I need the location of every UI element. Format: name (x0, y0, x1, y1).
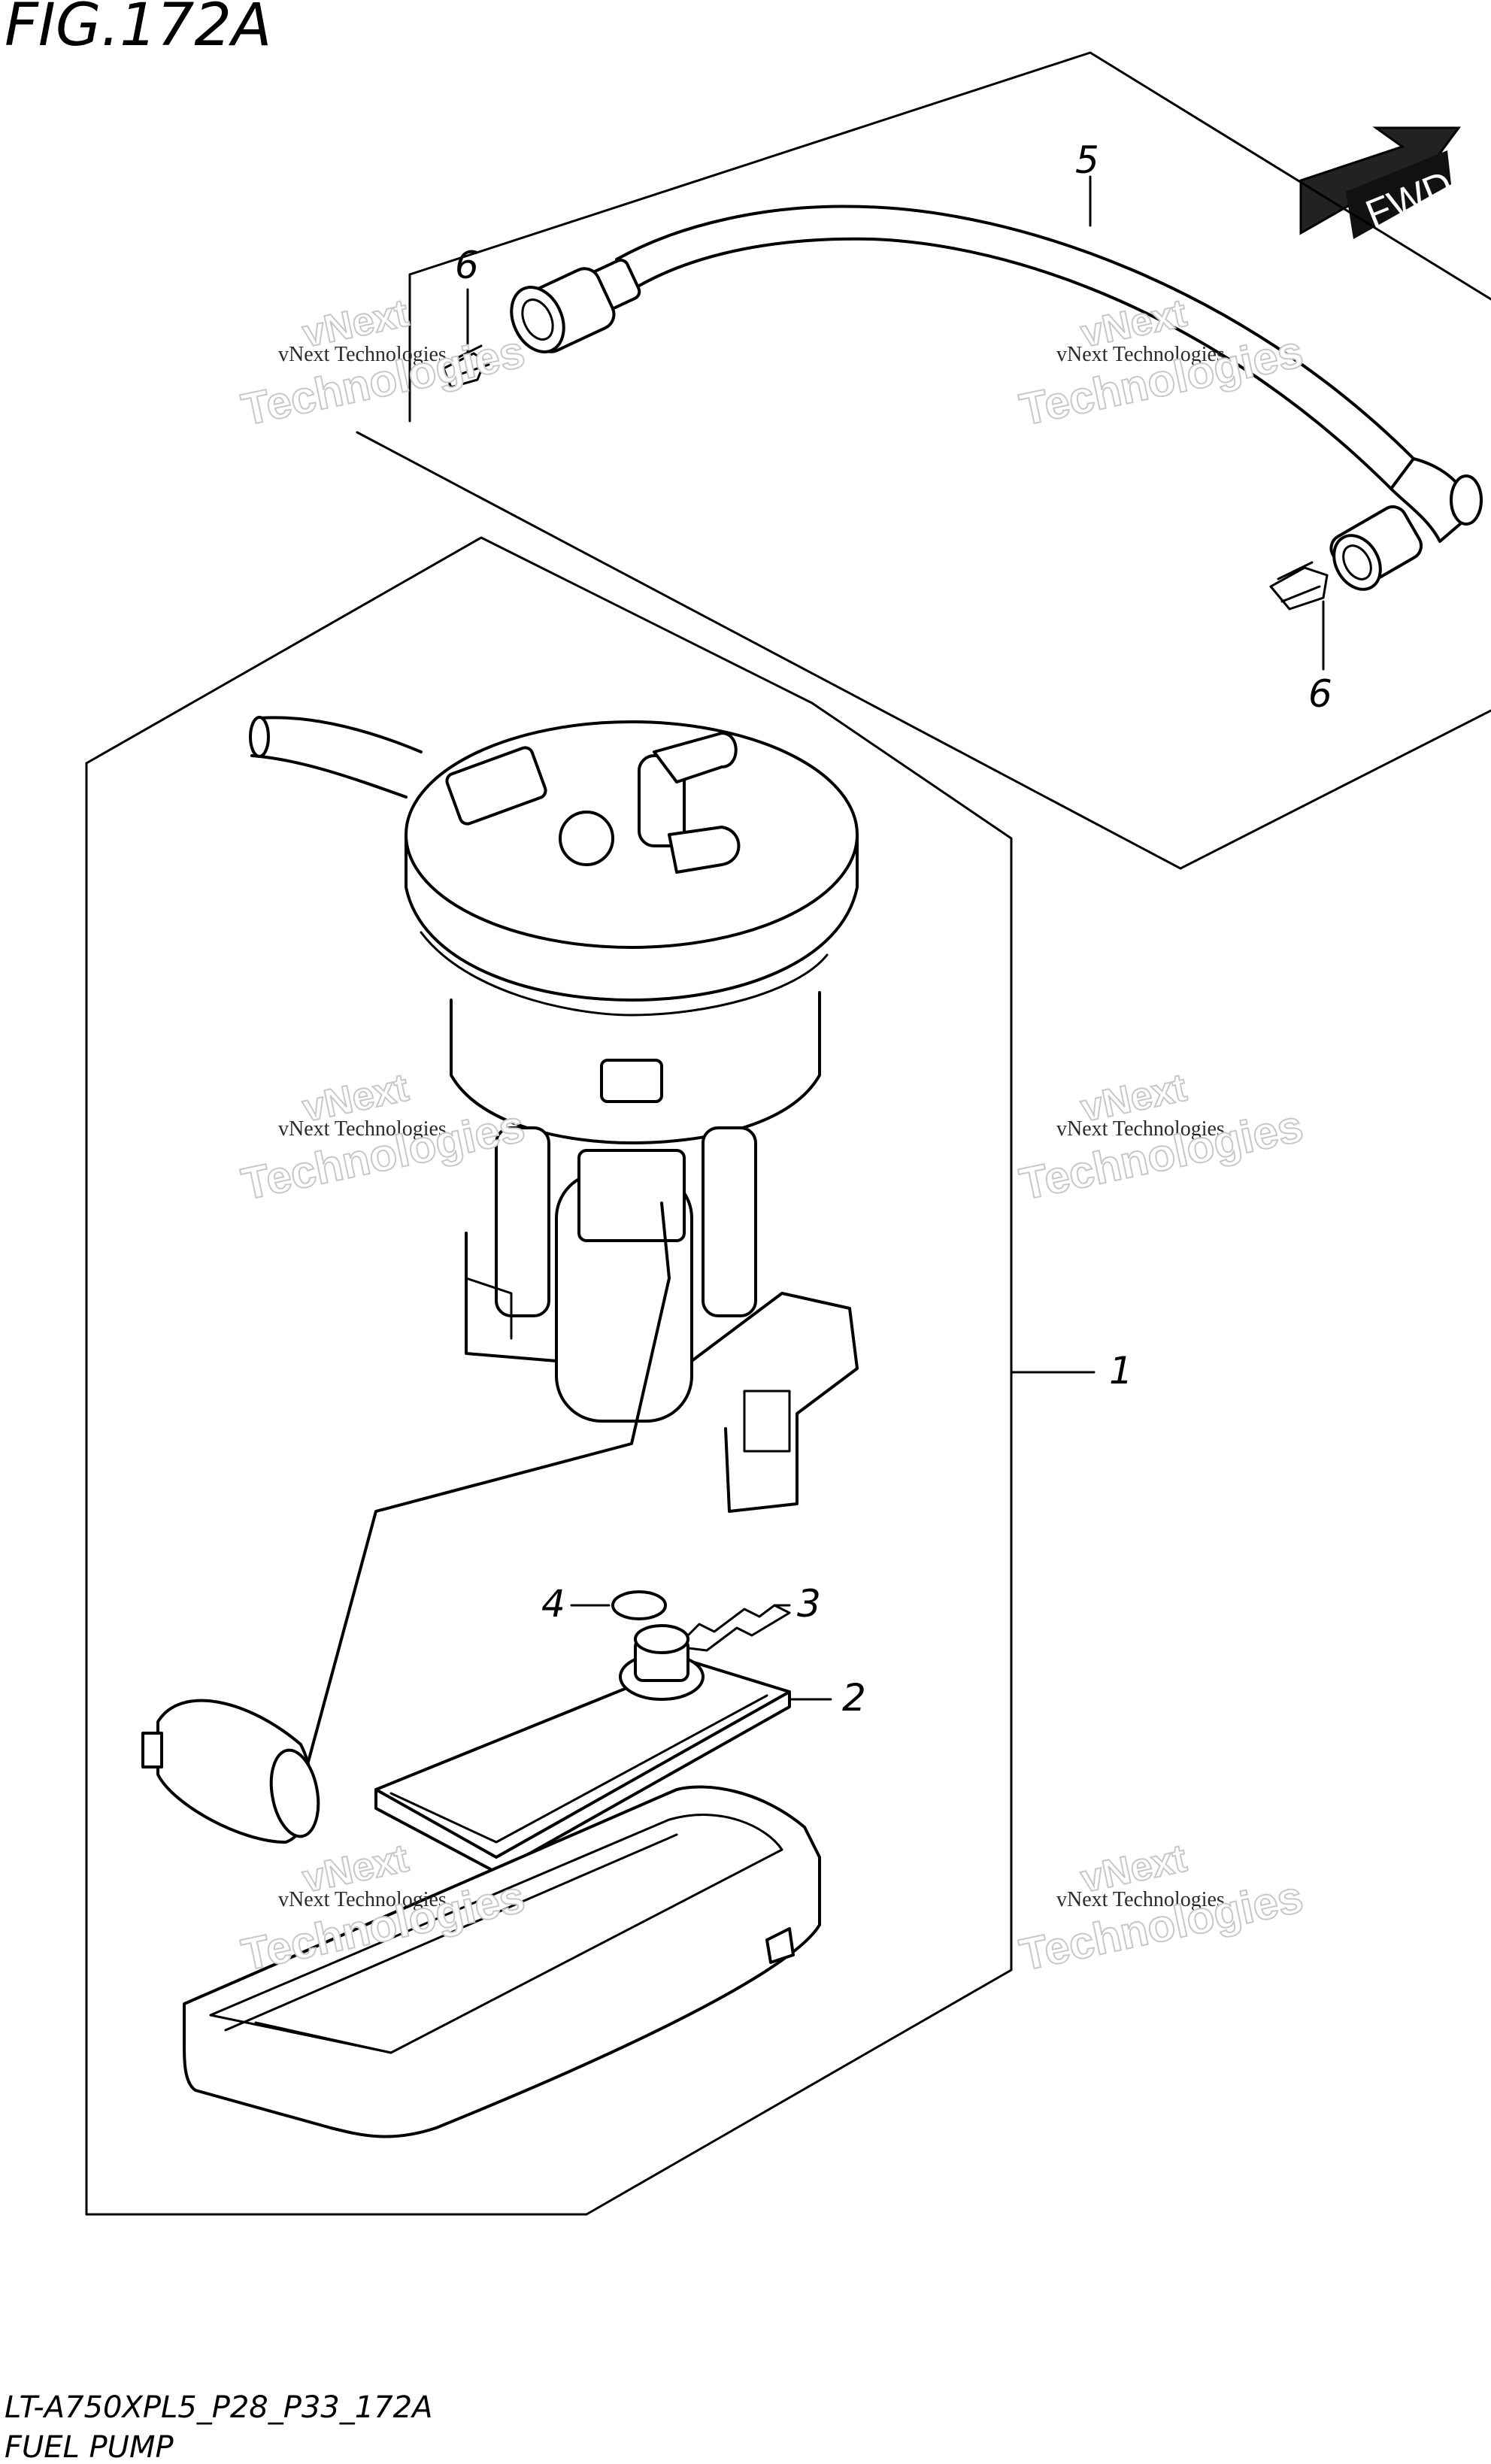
pump-assembly-frame (85, 536, 1013, 2216)
watermark-2: vNext Technologies vNext Technologies (1015, 290, 1308, 435)
hose-assembly-frame (356, 51, 1491, 870)
callout-6-right: 6 (1308, 672, 1332, 716)
callout-4: 4 (541, 1582, 565, 1626)
svg-text:vNext Technologies: vNext Technologies (1056, 1888, 1225, 1911)
fwd-badge: FWD (1299, 126, 1461, 239)
svg-text:vNext Technologies: vNext Technologies (278, 343, 447, 366)
hose-clip-right (1269, 561, 1329, 611)
callout-6-left: 6 (455, 244, 479, 287)
callout-3: 3 (797, 1582, 821, 1626)
fuel-pump-unit (141, 716, 859, 1844)
watermark-1: vNext Technologies vNext Technologies (237, 290, 530, 435)
callout-5: 5 (1075, 138, 1099, 182)
model-code: LT-A750XPL5_P28_P33_172A (5, 2390, 432, 2425)
fuel-float (141, 1699, 320, 1844)
callout-2: 2 (842, 1676, 866, 1720)
svg-text:vNext Technologies: vNext Technologies (278, 1117, 447, 1141)
fuel-hose (510, 205, 1483, 591)
svg-text:vNext Technologies: vNext Technologies (1056, 1117, 1225, 1141)
figure-title: FIG.172A (5, 0, 271, 59)
svg-text:vNext Technologies: vNext Technologies (278, 1888, 447, 1911)
filter-cover (374, 1624, 791, 1874)
svg-text:vNext Technologies: vNext Technologies (1056, 343, 1225, 366)
callout-1: 1 (1109, 1349, 1133, 1393)
watermark-3: vNext Technologies vNext Technologies (237, 1065, 530, 1210)
watermark-4: vNext Technologies vNext Technologies (1015, 1065, 1308, 1210)
fuel-tray (183, 1785, 821, 2138)
o-ring (611, 1590, 667, 1620)
figure-caption: FUEL PUMP (5, 2430, 174, 2464)
gasket (675, 1604, 791, 1652)
watermark-6: vNext Technologies vNext Technologies (1015, 1835, 1308, 1981)
